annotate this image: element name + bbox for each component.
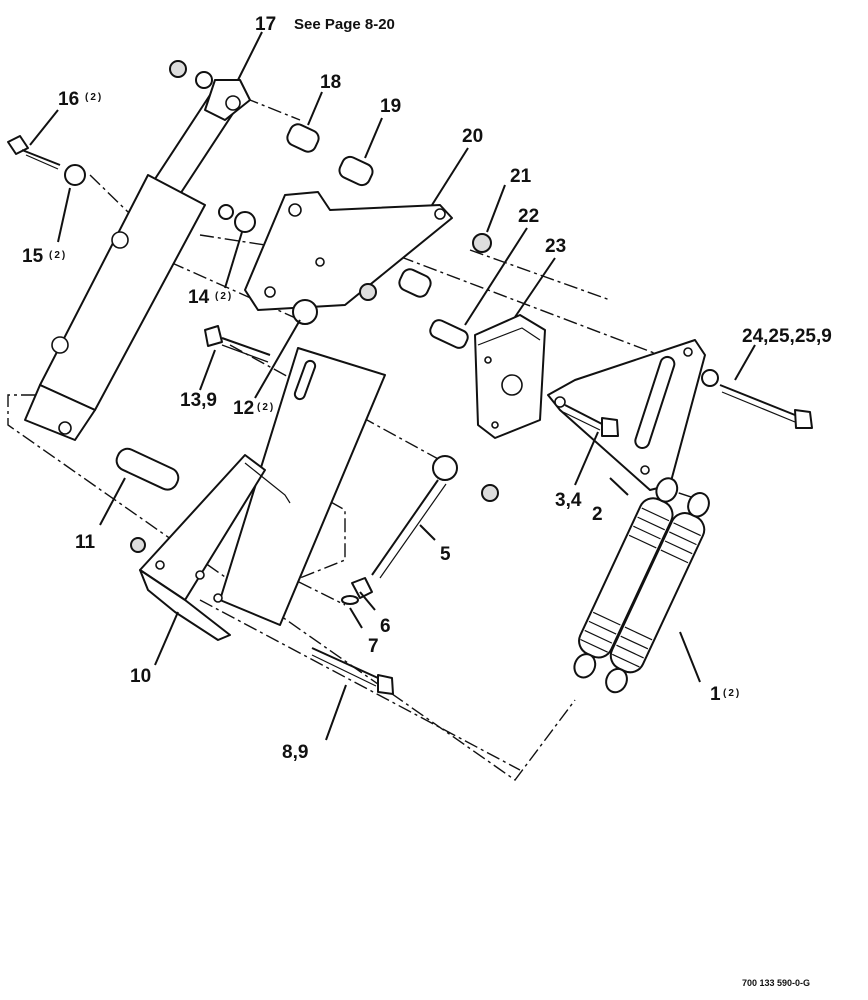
callout-24: 24,25,25,9 bbox=[742, 326, 832, 347]
bolt-8 bbox=[311, 647, 394, 695]
callout-14: 14 bbox=[188, 287, 210, 308]
callout-22: 22 bbox=[518, 206, 539, 227]
hydraulic-cylinder bbox=[24, 79, 251, 441]
callout-5: 5 bbox=[440, 544, 451, 565]
springs-1 bbox=[573, 477, 710, 694]
callout-23: 23 bbox=[545, 236, 566, 257]
rod-end-5 bbox=[341, 455, 499, 605]
leader-lines bbox=[29, 31, 756, 741]
callout-18: 18 bbox=[320, 72, 341, 93]
bolt-16 bbox=[7, 135, 86, 186]
callout-3: 3,4 bbox=[555, 490, 582, 511]
figure-id: 700 133 590-0-G bbox=[742, 978, 810, 988]
callout-7: 7 bbox=[368, 636, 379, 657]
callout-1-qty: (2) bbox=[723, 688, 741, 699]
callout-13: 13,9 bbox=[180, 390, 217, 411]
block-23 bbox=[474, 314, 546, 439]
callout-2: 2 bbox=[592, 504, 603, 525]
bolt-24 bbox=[701, 369, 813, 429]
callout-14-qty: (2) bbox=[215, 291, 233, 302]
callout-11: 11 bbox=[75, 532, 96, 553]
callout-20: 20 bbox=[462, 126, 483, 147]
callout-12: 12 bbox=[233, 398, 254, 419]
bolt-3 bbox=[562, 404, 619, 437]
callout-1: 1 bbox=[710, 684, 721, 705]
spacer-11 bbox=[115, 447, 180, 553]
callout-8: 8,9 bbox=[282, 742, 308, 763]
callout-15: 15 bbox=[22, 246, 44, 267]
bushings bbox=[169, 60, 492, 349]
callout-10: 10 bbox=[130, 666, 151, 687]
callouts: 17 See Page 8-20 16 (2) 15 (2) 18 19 20 … bbox=[22, 14, 832, 988]
callout-17-note: See Page 8-20 bbox=[294, 16, 395, 33]
callout-15-qty: (2) bbox=[49, 250, 67, 261]
pivot-plate bbox=[244, 191, 453, 311]
callout-16: 16 bbox=[58, 89, 79, 110]
callout-21: 21 bbox=[510, 166, 532, 187]
callout-19: 19 bbox=[380, 96, 401, 117]
bolt-13 bbox=[204, 325, 271, 363]
callout-6: 6 bbox=[380, 616, 391, 637]
bracket-10 bbox=[139, 347, 386, 641]
callout-17: 17 bbox=[255, 14, 276, 35]
callout-12-qty: (2) bbox=[257, 402, 275, 413]
triangle-plate bbox=[547, 339, 706, 491]
callout-16-qty: (2) bbox=[85, 92, 103, 103]
